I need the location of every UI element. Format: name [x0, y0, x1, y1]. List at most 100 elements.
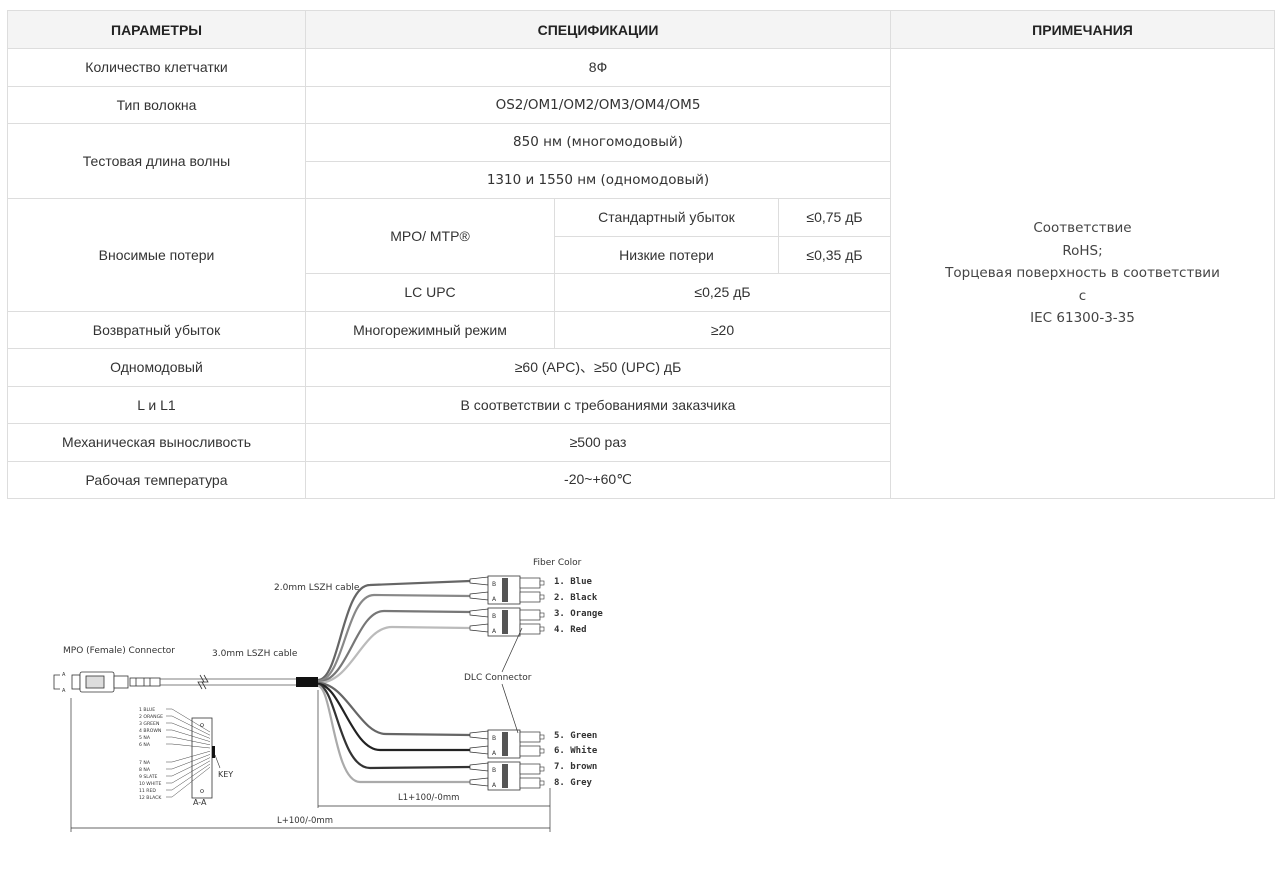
- value-cell: ≤0,35 дБ: [778, 235, 891, 274]
- pinout-leader-line: [166, 750, 211, 763]
- sub-param-cell: LC UPC: [305, 273, 555, 312]
- port-b-label: B: [492, 613, 496, 620]
- pinout-label: 9 SLATE: [139, 774, 158, 780]
- sub-param-cell: Низкие потери: [554, 235, 779, 274]
- table-row: Тип волокна OS2/OM1/OM2/OM3/OM4/OM5: [7, 85, 1275, 124]
- dlc-connector-label: DLC Connector: [464, 673, 532, 683]
- note-line: RoHS;: [1062, 242, 1103, 259]
- header-params: ПАРАМЕТРЫ: [7, 10, 306, 49]
- param-cell: Возвратный убыток: [7, 310, 306, 349]
- mpo-connector-label: MPO (Female) Connector: [63, 646, 175, 656]
- header-notes: ПРИМЕЧАНИЯ: [890, 10, 1275, 49]
- pinout-label: 4 BROWN: [139, 728, 161, 734]
- pinout-label: 7 NA: [139, 760, 151, 766]
- param-cell: Тестовая длина волны: [7, 123, 306, 199]
- pinout-leader-line: [166, 763, 211, 791]
- note-line: с: [1078, 287, 1087, 304]
- fiber-labels: 1. Blue 2. Black 3. Orange 4. Red 5. Gre…: [554, 577, 603, 788]
- port-b-label: B: [492, 735, 496, 742]
- table-row: Механическая выносливость ≥500 раз: [7, 423, 1275, 462]
- param-cell: Вносимые потери: [7, 198, 306, 312]
- note-line: IEC 61300-3-35: [1030, 310, 1135, 327]
- table-row: LC UPC ≤0,25 дБ: [8, 273, 1275, 312]
- pinout-leader-line: [166, 715, 211, 736]
- param-cell: Рабочая температура: [7, 460, 306, 499]
- table-row: Низкие потери ≤0,35 дБ: [8, 235, 1275, 274]
- section-label: A-A: [193, 798, 207, 807]
- fiber-color-title: Fiber Color: [533, 558, 582, 568]
- pinout-leader-line: [166, 767, 211, 798]
- header-row: ПАРАМЕТРЫ СПЕЦИФИКАЦИИ ПРИМЕЧАНИЯ: [7, 10, 1275, 49]
- value-cell: В соответствии с требованиями заказчика: [305, 385, 891, 424]
- param-cell: Тип волокна: [7, 85, 306, 124]
- dlc-connector-icon: BA: [469, 761, 545, 791]
- port-a-label: A: [492, 596, 497, 603]
- dlc-connector-icon: BA: [469, 575, 545, 605]
- fiber-label: 3. Orange: [554, 609, 603, 619]
- table-row: Рабочая температура -20~+60℃: [7, 460, 1275, 499]
- param-cell: Одномодовый: [7, 348, 306, 387]
- pinout-leader-line: [166, 708, 211, 733]
- pinout-leader-line: [166, 760, 211, 784]
- section-mark: [53, 674, 60, 690]
- pinout-leader-line: [166, 722, 211, 739]
- note-line: Торцевая поверхность в соответствии: [945, 265, 1220, 282]
- fiber-label: 1. Blue: [554, 577, 593, 587]
- dimension-lines: [70, 690, 551, 832]
- fanout-cable-diagram: MPO (Female) Connector 3.0mm LSZH cable …: [53, 558, 603, 832]
- sub-param-cell: MPO/ MTP®: [305, 198, 555, 274]
- fiber-label: 4. Red: [554, 625, 587, 635]
- pinout-label: 1 BLUE: [139, 707, 155, 713]
- pinout-leader-line: [166, 757, 211, 777]
- table-row: Вносимые потери MPO/ MTP® Стандартный уб…: [7, 198, 1275, 312]
- pinout-label: 12 BLACK: [139, 795, 162, 801]
- pinout-label: 11 RED: [139, 788, 156, 794]
- port-b-label: B: [492, 581, 496, 588]
- value-cell: ≥60 (APC)、≥50 (UPC) дБ: [305, 348, 891, 387]
- breakout-sleeve: [296, 677, 318, 687]
- dimension-l: L+100/-0mm: [277, 816, 333, 826]
- pinout-leader-line: [166, 743, 211, 749]
- value-cell: ≤0,25 дБ: [554, 273, 891, 312]
- mpo-connector-icon: [71, 671, 161, 693]
- sub-param-cell: Стандартный убыток: [554, 198, 779, 237]
- port-a-label: A: [492, 782, 497, 789]
- main-cable: [160, 674, 298, 690]
- value-cell: 1310 и 1550 нм (одномодовый): [305, 160, 891, 199]
- dlc-connector-icon: BA: [469, 607, 545, 637]
- fanout-fibers: [317, 579, 471, 784]
- table-row: Количество клетчатки 8Ф Соответствие RoH…: [7, 48, 1275, 499]
- dlc-pointer-lines: [501, 627, 523, 734]
- header-specs: СПЕЦИФИКАЦИИ: [305, 10, 891, 49]
- pinout-label: 8 NA: [139, 767, 151, 773]
- param-cell: L и L1: [7, 385, 306, 424]
- dimension-l1: L1+100/-0mm: [398, 793, 459, 803]
- table-row: 1310 и 1550 нм (одномодовый): [8, 160, 1275, 199]
- value-cell: ≤0,75 дБ: [778, 198, 891, 237]
- value-cell: -20~+60℃: [305, 460, 891, 499]
- fiber-label: 2. Black: [554, 593, 598, 603]
- cable-3mm-label: 3.0mm LSZH cable: [212, 649, 298, 659]
- section-mark-bottom: A: [62, 688, 66, 694]
- section-mark-top: A: [62, 672, 66, 678]
- pinout-label: 10 WHITE: [139, 781, 161, 787]
- port-a-label: A: [492, 750, 497, 757]
- key-label: KEY: [218, 770, 233, 779]
- param-cell: Механическая выносливость: [7, 423, 306, 462]
- sub-param-cell: Многорежимный режим: [305, 310, 555, 349]
- value-cell: 8Ф: [305, 48, 891, 87]
- value-cell: OS2/OM1/OM2/OM3/OM4/OM5: [305, 85, 891, 124]
- fiber-label: 8. Grey: [554, 778, 593, 788]
- fiber-label: 7. brown: [554, 762, 597, 772]
- param-cell: Количество клетчатки: [7, 48, 306, 87]
- value-cell: 850 нм (многомодовый): [305, 123, 891, 162]
- notes-cell: Соответствие RoHS; Торцевая поверхность …: [890, 48, 1275, 499]
- cable-2mm-label: 2.0mm LSZH cable: [274, 583, 360, 593]
- note-line: Соответствие: [1033, 220, 1132, 237]
- pinout-label: 5 NA: [139, 735, 151, 741]
- fiber-label: 6. White: [554, 745, 598, 756]
- table-row: Возвратный убыток Многорежимный режим ≥2…: [7, 310, 1275, 349]
